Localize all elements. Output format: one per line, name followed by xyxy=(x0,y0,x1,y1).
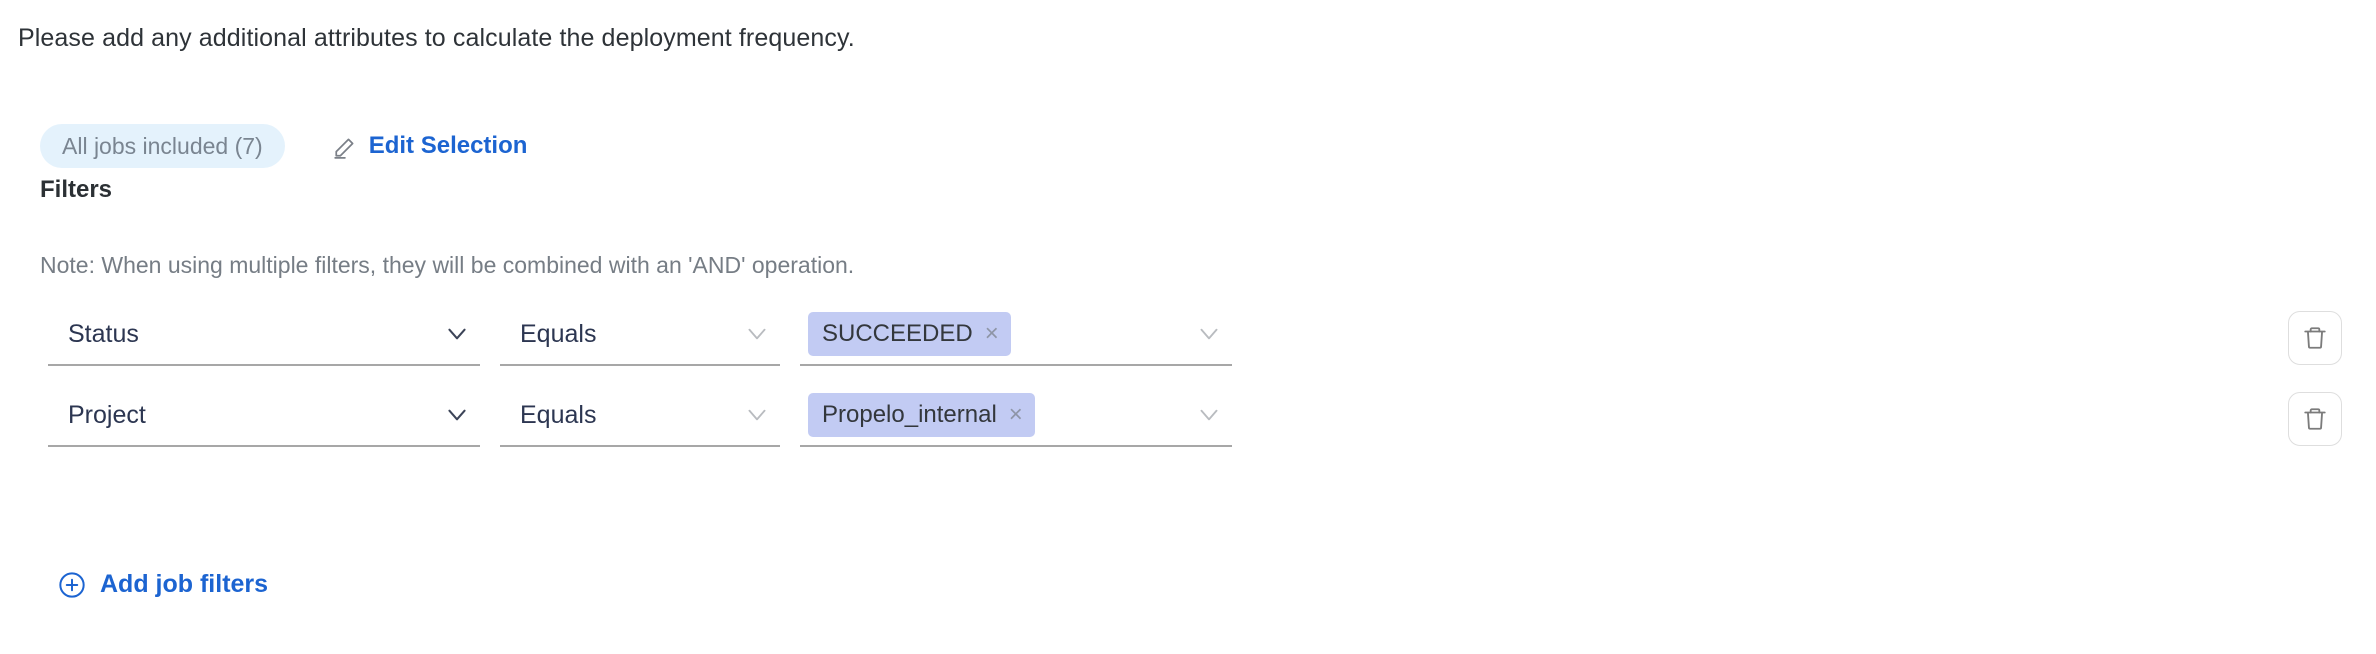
filter-attribute-select[interactable]: Project xyxy=(48,385,480,447)
delete-filter-button[interactable] xyxy=(2288,311,2342,365)
filter-value-chip[interactable]: Propelo_internal × xyxy=(808,393,1035,437)
filter-attribute-value: Status xyxy=(68,319,139,348)
filter-attribute-select[interactable]: Status xyxy=(48,304,480,366)
filter-operator-select[interactable]: Equals xyxy=(500,385,780,447)
chevron-down-icon xyxy=(1200,409,1218,421)
chevron-down-icon xyxy=(448,409,466,421)
edit-selection-label: Edit Selection xyxy=(368,132,528,159)
chevron-down-icon xyxy=(748,328,766,340)
add-job-filters-label: Add job filters xyxy=(100,570,269,598)
filter-row: Project Equals Propelo_internal × xyxy=(0,385,2376,461)
pencil-icon xyxy=(334,138,354,159)
trash-icon xyxy=(2304,327,2326,349)
filter-value-select[interactable]: SUCCEEDED × xyxy=(800,304,1232,366)
selection-summary-row: All jobs included (7) Edit Selection xyxy=(40,124,527,168)
edit-selection-button[interactable]: Edit Selection xyxy=(333,124,528,168)
filter-value-chip[interactable]: SUCCEEDED × xyxy=(808,312,1011,356)
delete-filter-button[interactable] xyxy=(2288,392,2342,446)
filter-operator-value: Equals xyxy=(520,319,597,348)
trash-icon xyxy=(2304,408,2326,430)
chevron-down-icon xyxy=(448,328,466,340)
filter-value-select[interactable]: Propelo_internal × xyxy=(800,385,1232,447)
filter-value-chip-label: Propelo_internal xyxy=(822,401,997,428)
filter-value-chip-label: SUCCEEDED xyxy=(822,320,973,347)
chevron-down-icon xyxy=(1200,328,1218,340)
filter-attribute-value: Project xyxy=(68,400,146,429)
all-jobs-included-pill[interactable]: All jobs included (7) xyxy=(40,124,285,168)
add-job-filters-button[interactable]: Add job filters xyxy=(58,570,268,599)
plus-circle-icon xyxy=(59,571,85,598)
chip-remove-icon[interactable]: × xyxy=(1008,401,1023,428)
chip-remove-icon[interactable]: × xyxy=(984,320,999,347)
filters-heading: Filters xyxy=(40,176,113,203)
filter-operator-select[interactable]: Equals xyxy=(500,304,780,366)
intro-text: Please add any additional attributes to … xyxy=(18,24,855,52)
filters-note: Note: When using multiple filters, they … xyxy=(40,252,855,278)
filter-row: Status Equals SUCCEEDED × xyxy=(0,304,2376,380)
chevron-down-icon xyxy=(748,409,766,421)
filter-operator-value: Equals xyxy=(520,400,597,429)
